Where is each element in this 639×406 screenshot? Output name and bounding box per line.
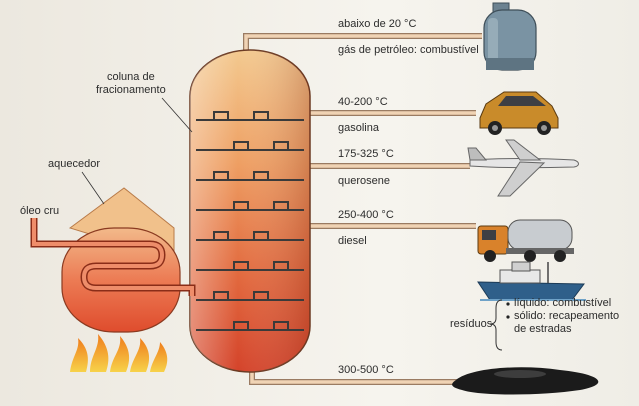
product-label-gasoline: gasolina bbox=[338, 122, 379, 134]
asphalt-puddle-icon bbox=[452, 367, 599, 395]
heater-label: aquecedor bbox=[48, 158, 100, 170]
flame-icon bbox=[70, 334, 168, 372]
residues-label: resíduos bbox=[450, 318, 493, 330]
column-trays bbox=[196, 111, 304, 331]
residues-list: líquido: combustível sólido: recapeament… bbox=[500, 297, 619, 336]
column-leader-line bbox=[161, 97, 193, 133]
crude-oil-label: óleo cru bbox=[20, 205, 60, 217]
residues-brace bbox=[489, 299, 503, 351]
column-label-line1: coluna de bbox=[107, 71, 155, 83]
distillation-column bbox=[189, 49, 311, 373]
car-icon bbox=[479, 91, 559, 135]
temp-label-kerosene: 175-325 °C bbox=[338, 148, 394, 160]
temp-label-diesel: 250-400 °C bbox=[338, 209, 394, 221]
temp-label-residue: 300-500 °C bbox=[338, 364, 394, 376]
product-label-diesel: diesel bbox=[338, 235, 367, 247]
column-label-line2: fracionamento bbox=[96, 84, 166, 96]
gas-cylinder-icon bbox=[483, 2, 537, 71]
residue-item-solid-cont: de estradas bbox=[514, 323, 572, 335]
residue-item-liquid: líquido: combustível bbox=[514, 297, 612, 309]
heater bbox=[30, 187, 196, 333]
truck-icon bbox=[477, 219, 574, 262]
residue-item-solid: sólido: recapeamento bbox=[514, 310, 620, 322]
airplane-icon bbox=[467, 139, 579, 197]
temp-label-gas: abaixo de 20 °C bbox=[338, 18, 417, 30]
heater-leader-line bbox=[81, 171, 105, 205]
product-label-kerosene: querosene bbox=[338, 175, 390, 187]
column-label: coluna de fracionamento bbox=[96, 71, 166, 97]
product-label-gas: gás de petróleo: combustível bbox=[338, 44, 479, 56]
temp-label-gasoline: 40-200 °C bbox=[338, 96, 388, 108]
ship-icon bbox=[477, 261, 586, 301]
